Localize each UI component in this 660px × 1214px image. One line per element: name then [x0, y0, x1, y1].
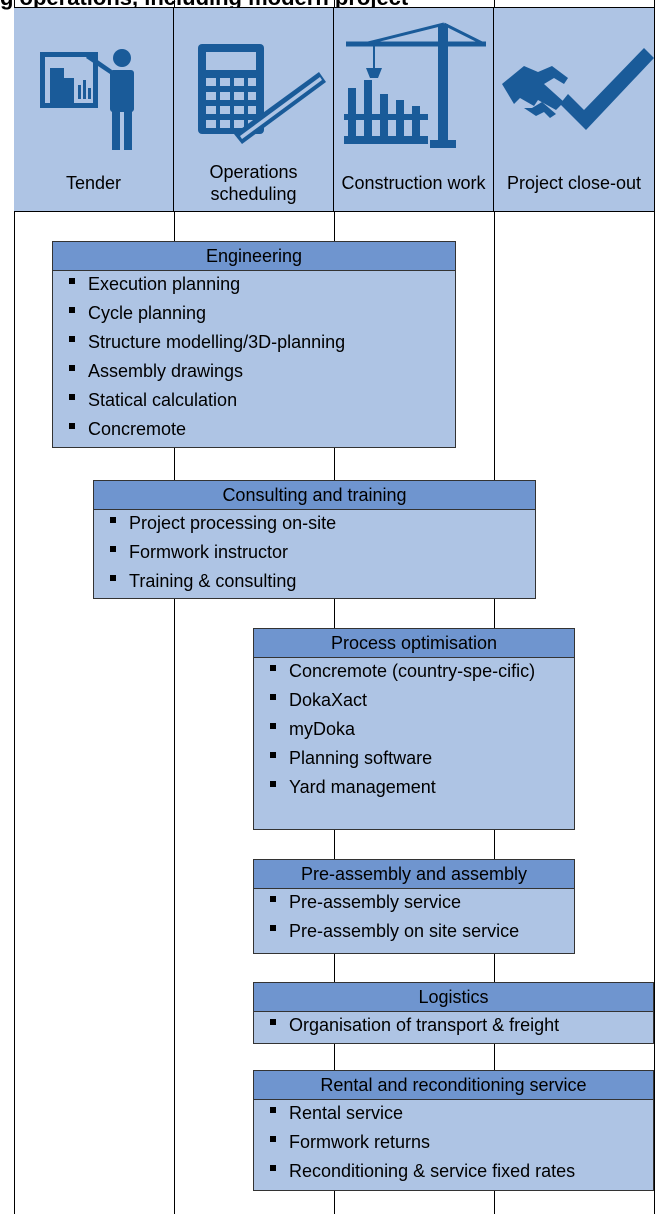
- box-title: Rental and reconditioning service: [254, 1071, 653, 1100]
- list-item: Organisation of transport & freight: [268, 1015, 649, 1036]
- phase-label: Tender: [65, 173, 122, 193]
- item-list: Execution planning Cycle planning Struct…: [53, 271, 455, 440]
- phase-label: Operations scheduling: [209, 162, 298, 204]
- grid-line: [14, 0, 15, 1214]
- phase-tender: Tender: [14, 8, 174, 211]
- service-box-process-optimisation: Process optimisation Concremote (country…: [253, 628, 575, 830]
- service-box-logistics: Logistics Organisation of transport & fr…: [253, 982, 654, 1044]
- phase-project-close-out: Project close-out: [494, 8, 654, 211]
- item-list: Concremote (country-spe-cific) DokaXact …: [254, 658, 574, 798]
- calculator-ruler-icon: [198, 44, 326, 144]
- phase-header-row: Tender Operations scheduling: [14, 7, 654, 212]
- box-title: Engineering: [53, 242, 455, 271]
- item-list: Organisation of transport & freight: [254, 1012, 653, 1036]
- list-item: myDoka: [268, 719, 570, 740]
- list-item: Yard management: [268, 777, 570, 798]
- list-item: Structure modelling/3D-planning: [67, 332, 451, 353]
- box-title: Process optimisation: [254, 629, 574, 658]
- grid-line: [174, 0, 175, 1214]
- handshake-check-icon: [502, 48, 654, 130]
- presentation-icon: [40, 49, 134, 150]
- list-item: Pre-assembly service: [268, 892, 570, 913]
- grid-line: [654, 0, 655, 1214]
- service-box-pre-assembly: Pre-assembly and assembly Pre-assembly s…: [253, 859, 575, 954]
- list-item: Project processing on-site: [108, 513, 531, 534]
- crane-icon: [344, 22, 486, 148]
- list-item: Training & consulting: [108, 571, 531, 592]
- service-box-rental-reconditioning: Rental and reconditioning service Rental…: [253, 1070, 654, 1191]
- phase-label: Construction work: [341, 173, 486, 193]
- item-list: Project processing on-site Formwork inst…: [94, 510, 535, 592]
- grid-line: [334, 0, 335, 1214]
- phase-label: Project close-out: [506, 173, 642, 193]
- list-item: Planning software: [268, 748, 570, 769]
- list-item: Rental service: [268, 1103, 649, 1124]
- service-box-consulting-training: Consulting and training Project processi…: [93, 480, 536, 599]
- list-item: Statical calculation: [67, 390, 451, 411]
- list-item: Reconditioning & service fixed rates: [268, 1161, 649, 1182]
- box-title: Pre-assembly and assembly: [254, 860, 574, 889]
- box-title: Logistics: [254, 983, 653, 1012]
- list-item: Pre-assembly on site service: [268, 921, 570, 942]
- list-item: Concremote (country-spe-cific): [268, 661, 570, 682]
- page-heading: g operations, including modern project: [0, 0, 660, 15]
- grid-line: [494, 0, 495, 1214]
- list-item: Cycle planning: [67, 303, 451, 324]
- list-item: DokaXact: [268, 690, 570, 711]
- phase-construction-work: Construction work: [334, 8, 494, 211]
- list-item: Execution planning: [67, 274, 451, 295]
- list-item: Assembly drawings: [67, 361, 451, 382]
- item-list: Pre-assembly service Pre-assembly on sit…: [254, 889, 574, 942]
- service-box-engineering: Engineering Execution planning Cycle pla…: [52, 241, 456, 448]
- list-item: Concremote: [67, 419, 451, 440]
- phase-operations-scheduling: Operations scheduling: [174, 8, 334, 211]
- list-item: Formwork returns: [268, 1132, 649, 1153]
- box-title: Consulting and training: [94, 481, 535, 510]
- item-list: Rental service Formwork returns Recondit…: [254, 1100, 653, 1182]
- list-item: Formwork instructor: [108, 542, 531, 563]
